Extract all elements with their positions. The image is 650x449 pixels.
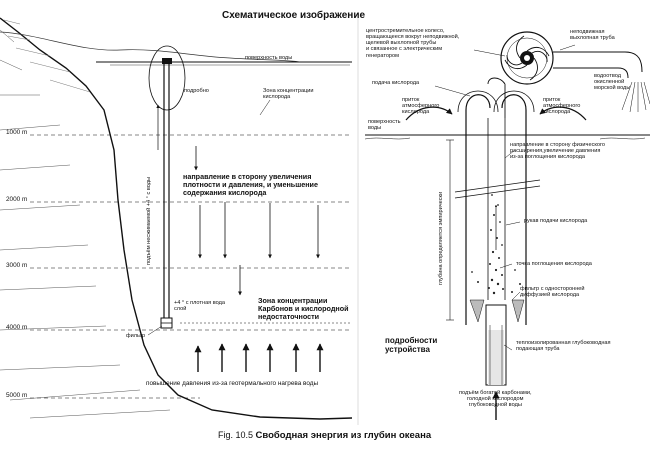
detail-oval (148, 45, 186, 111)
depth-mark-2000: 2000 m (6, 196, 28, 203)
depth-mark-5000: 5000 m (6, 392, 28, 399)
depth-mark-1000: 1000 m (6, 129, 28, 136)
label-density-direction: направление в сторону увеличения плотнос… (183, 172, 318, 197)
label-insulated-pipe: теплоизолированная глубоководная подающа… (516, 340, 611, 353)
label-carbon-zone: Зона концентрации Карбонов и кислородной… (258, 296, 349, 321)
diagram-title: Схематическое изображение (222, 10, 366, 21)
label-device-details: подробности устройства (385, 336, 438, 354)
depth-lines (30, 134, 352, 399)
oxygen-bubbles (471, 194, 521, 295)
caption-prefix: Fig. 10.5 (218, 430, 254, 440)
label-air-left: приток атмосферного кислорода (402, 97, 440, 116)
turbine-wheel (500, 31, 554, 85)
depth-mark-3000: 3000 m (6, 262, 28, 269)
seabed-profile (0, 17, 353, 420)
label-absorb: точка поглощения кислорода (516, 261, 592, 267)
label-air-right: приток атмосферного кислорода (543, 97, 581, 116)
label-geothermal-pressure: повышение давления из-за геотермального … (146, 380, 319, 387)
label-expansion: направление в сторону физического расшир… (510, 142, 606, 161)
caption-text: Свободная энергия из глубин океана (255, 430, 432, 441)
depth-mark-4000: 4000 m (6, 324, 28, 331)
label-lift: подъём несжимаемой +4 ° с воды (146, 176, 152, 265)
label-sleeve: рукав подачи кислорода (524, 218, 588, 224)
label-filter: фильтр (126, 333, 146, 339)
label-left-surface: поверхность воды (245, 55, 293, 61)
label-oxygen-zone: Зона концентрации кислорода (263, 88, 314, 101)
label-deepwater-rise: подъём богатой карбонами, голодной кисло… (459, 390, 532, 409)
label-right-surface: поверхность воды (368, 119, 401, 132)
label-detail: подробно (184, 88, 209, 94)
label-dense-layer: +4 ° с плотная вода слой (174, 300, 226, 313)
label-drain: водоотвод окисленной морской воды (594, 73, 631, 92)
label-exhaust: неподвижная выхлопная труба (570, 29, 615, 42)
label-depth-note: глубина определяется эмпирически (438, 191, 444, 285)
label-filter-oneway: фильтр с односторонней диффузией кислоро… (520, 286, 585, 299)
label-oxygen-supply: подача кислорода (372, 80, 420, 86)
label-wheel: центростремительное колесо, вращающееся … (366, 28, 460, 59)
figure-caption: Fig. 10.5 Свободная энергия из глубин ок… (218, 430, 432, 441)
